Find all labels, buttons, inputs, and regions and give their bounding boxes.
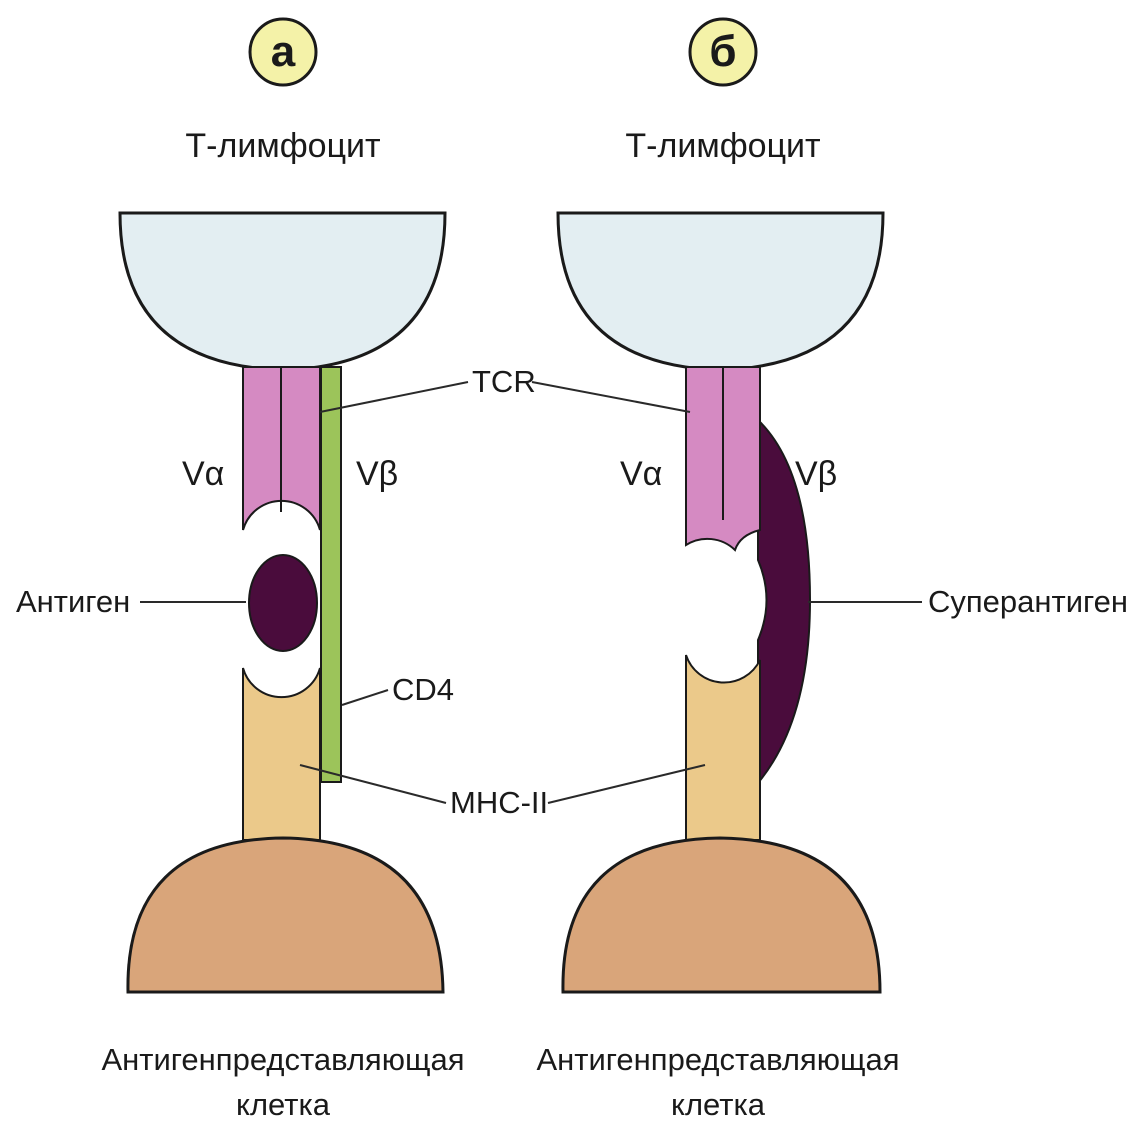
panel-b-t-cell-label: Т-лимфоцит	[625, 127, 820, 165]
mhc-leader-a	[300, 765, 446, 803]
superantigen-label: Суперантиген	[928, 584, 1128, 619]
panel-a-apc-label-line1: Антигенпредставляющая	[102, 1042, 465, 1077]
panel-b-apc-label-line1: Антигенпредставляющая	[537, 1042, 900, 1077]
mhc-leader-b	[548, 765, 705, 803]
mhc-label: MHC-II	[450, 785, 548, 820]
tcr-label: TCR	[472, 364, 536, 399]
panel-a-mhc	[243, 668, 320, 840]
panel-a-apc-label-line2: клетка	[236, 1087, 331, 1122]
tcr-leader-a	[320, 382, 468, 412]
panel-b-apc	[563, 838, 880, 992]
shared-labels: TCR MHC-II	[300, 364, 705, 820]
panel-a-v-alpha: Vα	[182, 455, 224, 493]
panel-b: б Т-лимфоцит Vα Vβ Суперантиген Антигенп…	[537, 19, 1129, 1122]
panel-a-badge-label: а	[271, 27, 296, 76]
panel-a-t-cell	[120, 213, 445, 370]
panel-a-apc	[128, 838, 443, 992]
panel-b-badge-label: б	[709, 27, 736, 76]
cd4-leader	[342, 690, 388, 705]
panel-a-v-beta: Vβ	[356, 455, 398, 493]
panel-b-v-beta: Vβ	[795, 455, 837, 493]
panel-a: а Т-лимфоцит Vα Vβ Антиген CD4 Антигенпр…	[16, 19, 464, 1122]
panel-a-antigen	[249, 555, 317, 651]
panel-b-apc-label-line2: клетка	[671, 1087, 766, 1122]
panel-b-t-cell	[558, 213, 883, 370]
panel-a-cd4	[321, 367, 341, 782]
tcr-leader-b	[532, 382, 690, 412]
panel-b-v-alpha: Vα	[620, 455, 662, 493]
panel-b-mhc	[686, 655, 760, 840]
panel-a-t-cell-label: Т-лимфоцит	[185, 127, 380, 165]
cd4-label: CD4	[392, 672, 454, 707]
antigen-label: Антиген	[16, 584, 130, 619]
